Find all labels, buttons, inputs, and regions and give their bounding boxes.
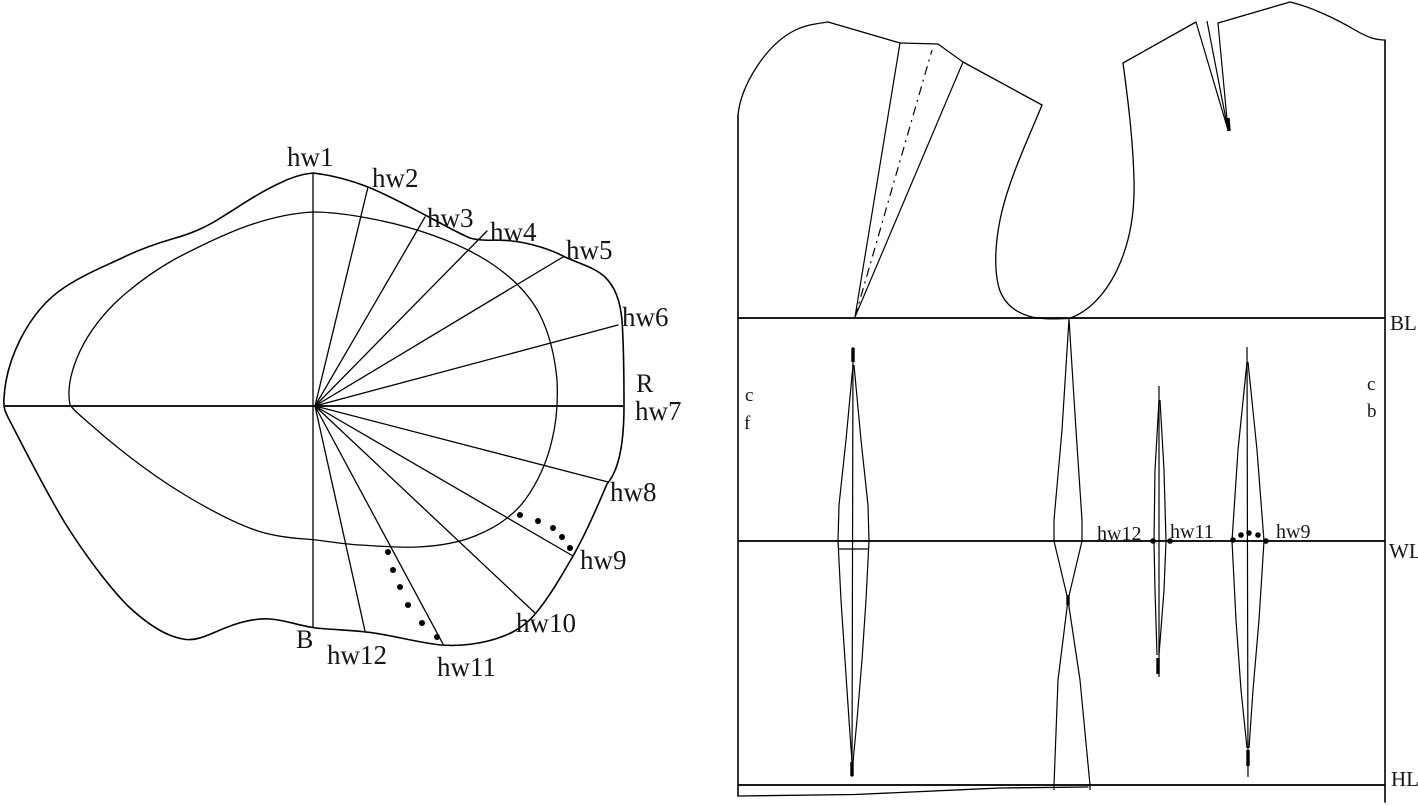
side-seam-dart [1053,318,1091,790]
front-shoulder-dart-right-leg [854,61,964,318]
front-waist-dart [837,346,870,778]
label-hw3: hw3 [427,203,474,233]
back-shoulder-dart-right-leg [1217,22,1229,131]
radial-line-hw5 [314,256,564,407]
front-waist-dart-center-line [851,346,854,778]
label-hip-line: HL [1391,767,1418,791]
radial-line-hw12 [314,405,366,632]
side-dart-lower-right-leg [1067,599,1091,790]
front-neckline [737,21,829,116]
back-shoulder-line-inner [1217,1,1291,24]
label-hw9: hw9 [580,545,627,575]
back-shoulder-dart-left-leg [1195,21,1229,131]
inner-contour [68,211,558,548]
front-armhole-curve [995,104,1070,320]
label-center-back-c: c [1367,374,1375,395]
front-shoulder-dart [854,42,964,318]
radial-lines [314,186,619,645]
outer-contour [2,172,625,647]
radial-line-hw9 [314,405,574,557]
back-dart-left-leg [1231,361,1248,749]
label-hw5: hw5 [566,235,613,265]
label-dart-hw9: hw9 [1276,521,1310,543]
label-dart-hw12: hw12 [1097,523,1141,545]
radial-line-hw2 [314,186,369,407]
back-shoulder-dart [1195,20,1231,132]
radial-line-hw4 [314,230,488,407]
front-waist-dart-right-leg [852,364,870,763]
front-shoulder-dart-center-dashdot [854,49,933,318]
radial-line-hw3 [314,216,426,407]
label-dart-hw11: hw11 [1170,521,1214,543]
label-center-front-c: c [745,385,753,406]
back-waist-dart-small [1153,386,1167,677]
back-shoulder-dart-tip [1226,117,1231,132]
waist-dots-back-dart [1230,530,1269,544]
label-center-back-b: b [1367,401,1377,422]
hem-curve [737,786,1089,797]
label-hw12: hw12 [327,640,387,670]
dotted-marks-hw8-hw9 [517,512,573,551]
small-dart-left-leg [1153,399,1160,656]
front-shoulder-line [827,21,901,44]
label-hw6: hw6 [622,302,669,332]
label-waist-line: WL [1389,539,1418,563]
side-dart-upper-right-leg [1067,318,1083,601]
back-dart-right-leg [1247,361,1265,749]
label-hw4: hw4 [490,217,537,247]
side-dart-upper-left-leg [1053,318,1070,601]
label-hw8: hw8 [610,477,657,507]
label-hw10: hw10 [516,608,576,638]
back-waist-dart [1231,346,1265,778]
radial-line-hw8 [314,405,609,483]
side-dart-lower-left-leg [1053,599,1069,790]
label-hw2: hw2 [372,163,419,193]
front-shoulder-dart-left-leg [854,42,901,318]
front-waist-dart-left-leg [837,364,854,763]
body-cross-section-diagram: hw1 hw2 hw3 hw4 hw5 hw6 R hw7 hw8 hw9 hw… [2,142,682,682]
label-bust-line: BL [1390,311,1417,335]
label-hw1: hw1 [287,142,334,172]
bodice-draft-diagram: c f c b BL WL HL hw12 hw11 hw9 [737,1,1418,803]
radial-line-hw10 [314,405,536,614]
radial-line-hw6 [314,324,619,407]
label-center-front-f: f [744,413,751,434]
dotted-marks-hw12-hw11 [385,549,440,640]
front-shoulder-dart-top-edge [899,42,964,63]
radial-line-hw11 [314,405,444,645]
label-radius-r: R [636,369,654,398]
label-hw11: hw11 [437,652,496,682]
back-neckline [1289,1,1386,41]
back-shoulder-dart-center-line [1206,20,1229,131]
front-shoulder-line-outer [962,61,1043,106]
back-shoulder-line [1122,21,1197,64]
waist-dots-small-dart [1150,538,1173,544]
back-armhole-curve [1068,62,1135,320]
label-hw7: hw7 [635,396,682,426]
small-dart-right-leg [1158,399,1167,656]
back-dart-center-line [1246,346,1249,778]
label-bottom-b: B [296,625,313,654]
